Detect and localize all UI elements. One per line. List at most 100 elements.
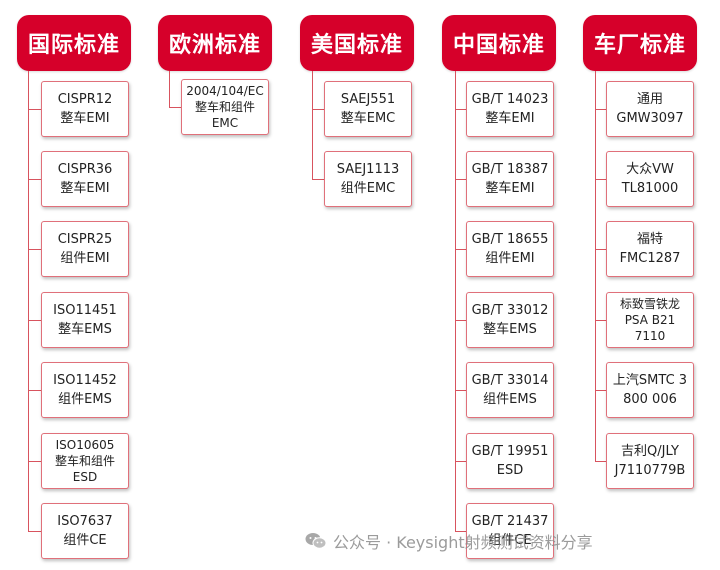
connector-branch [455,461,466,462]
standard-label-line: ISO11452 [53,373,117,388]
standard-label-line: 吉利Q/JLY [621,444,679,459]
connector-trunk [28,71,29,531]
standard-box: 大众VW TL81000 [606,151,694,207]
standard-box: 标致雪铁龙 PSA B21 7110 [606,292,694,348]
standard-label-line: 800 006 [623,392,677,407]
column-header-us: 美国标准 [300,15,414,71]
standard-label-line: CISPR12 [57,92,113,107]
standard-box: ISO7637 组件CE [41,503,129,559]
standard-label-line: ESD [496,463,524,478]
standard-label-line: CISPR25 [57,232,113,247]
standard-box: CISPR12 整车EMI [41,81,129,137]
standard-box: SAEJ1113 组件EMC [324,151,412,207]
standard-label-line: GB/T 33012 [471,303,549,318]
column-header-cn: 中国标准 [442,15,556,71]
standard-label-line: 整车和组件 [54,454,115,468]
standard-label-line: 整车和组件 [194,100,255,114]
standard-label-line: 整车EMI [485,111,535,126]
standard-label-line: 标致雪铁龙 [619,297,680,311]
standard-box: 福特FMC1287 [606,221,694,277]
watermark: 公众号 · Keysight射频测试资料分享 [305,529,593,553]
connector-branch [455,531,466,532]
connector-branch [169,107,181,108]
connector-branch [595,179,606,180]
column-header-intl: 国际标准 [17,15,131,71]
standard-label-line: GMW3097 [616,111,684,126]
standard-label-line: 组件CE [63,533,107,548]
connector-trunk [595,71,596,461]
standard-label-line: 上汽SMTC 3 [612,373,688,388]
standard-label-line: ISO7637 [57,514,113,529]
connector-branch [312,109,324,110]
standard-label-line: 组件EMI [485,251,535,266]
standard-box: 通用 GMW3097 [606,81,694,137]
connector-branch [595,320,606,321]
connector-trunk [455,71,456,531]
connector-trunk [312,71,313,179]
standard-label-line: SAEJ551 [340,92,396,107]
standard-label-line: 整车EMS [58,322,112,337]
connector-branch [28,320,41,321]
standard-label-line: 大众VW [626,162,674,177]
wechat-icon [305,532,327,550]
standard-label-line: GB/T 21437 [471,514,549,529]
standard-label-line: 组件CE [488,533,532,548]
connector-branch [595,461,606,462]
watermark-text: 公众号 · Keysight射频测试资料分享 [333,533,593,552]
standard-label-line: 整车EMI [485,181,535,196]
standard-box: ISO11451 整车EMS [41,292,129,348]
standard-box: SAEJ551 整车EMC [324,81,412,137]
standard-box: GB/T 21437 组件CE [466,503,554,559]
connector-branch [28,390,41,391]
standard-label-line: 2004/104/EC [186,84,264,98]
connector-branch [28,179,41,180]
standard-label-line: ISO10605 [55,438,115,452]
connector-branch [28,531,41,532]
standard-label-line: 整车EMC [340,111,396,126]
connector-branch [595,390,606,391]
standard-label-line: SAEJ1113 [336,162,400,177]
standard-label-line: GB/T 19951 [471,444,549,459]
standard-label-line: 组件EMI [60,251,110,266]
standard-label-line: ISO11451 [53,303,117,318]
connector-branch [455,249,466,250]
standard-label-line: ESD [72,470,98,484]
connector-branch [455,320,466,321]
standard-label-line: 组件EMC [340,181,396,196]
standard-label-line: GB/T 33014 [471,373,549,388]
standard-label-line: 整车EMI [60,111,110,126]
connector-branch [312,179,324,180]
column-header-eu: 欧洲标准 [158,15,272,71]
standard-box: 上汽SMTC 3 800 006 [606,362,694,418]
standard-label-line: 组件EMS [58,392,112,407]
column-header-oem: 车厂标准 [583,15,697,71]
standard-box: GB/T 14023 整车EMI [466,81,554,137]
connector-branch [595,109,606,110]
standard-box: 2004/104/EC 整车和组件 EMC [181,79,269,135]
standard-label-line: 整车EMS [483,322,537,337]
standard-label-line: GB/T 18655 [471,232,549,247]
connector-branch [28,249,41,250]
standard-label-line: GB/T 18387 [471,162,549,177]
connector-branch [455,390,466,391]
standard-box: ISO10605 整车和组件 ESD [41,433,129,489]
standard-label-line: EMC [211,116,239,130]
standard-label-line: GB/T 14023 [471,92,549,107]
connector-branch [455,179,466,180]
standard-label-line: TL81000 [621,181,679,196]
standard-label-line: 通用 [636,92,663,107]
standard-box: ISO11452 组件EMS [41,362,129,418]
standard-label-line: PSA B21 [624,313,676,327]
standard-label-line: 7110 [634,329,666,343]
connector-branch [595,249,606,250]
standard-box: GB/T 18387 整车EMI [466,151,554,207]
standard-label-line: J7110779B [614,463,686,478]
connector-trunk [169,71,170,107]
standard-box: CISPR25 组件EMI [41,221,129,277]
standard-label-line: 整车EMI [60,181,110,196]
connector-branch [455,109,466,110]
standard-box: GB/T 18655 组件EMI [466,221,554,277]
